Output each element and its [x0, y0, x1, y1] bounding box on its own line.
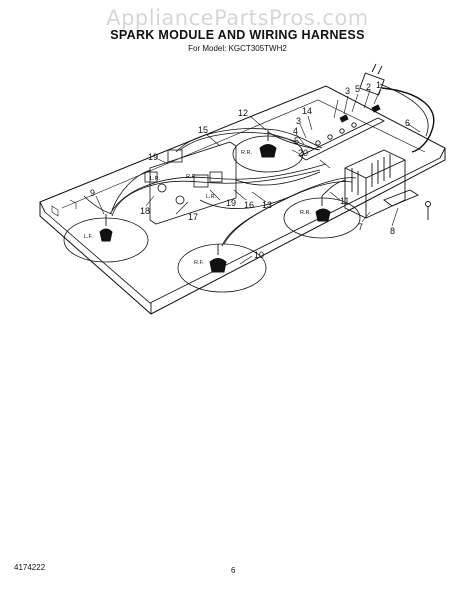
callout-14: 14 — [302, 106, 312, 116]
callout-19: 19 — [148, 152, 158, 162]
igniter-lr — [209, 244, 227, 273]
switch-bracket — [144, 141, 237, 225]
burner-labels: R.R. L.R. L.F. R.F. R.R. R.F. L.R. — [84, 150, 311, 266]
burner-label-rr: R.R. — [241, 150, 252, 156]
footer-part-code: 4174222 — [14, 563, 46, 572]
burner-label-lr: L.R. — [150, 176, 161, 182]
burner-label-lf: L.F. — [84, 234, 93, 240]
diagram-title: SPARK MODULE AND WIRING HARNESS — [110, 28, 365, 42]
burner-label-rf2: R.F. — [186, 174, 196, 180]
igniter-lf — [99, 214, 113, 242]
callout-12: 12 — [238, 108, 248, 118]
power-cord — [359, 63, 435, 153]
callout-19b: 19 — [226, 198, 236, 208]
terminal-block — [299, 117, 386, 161]
igniter-rf — [315, 196, 331, 222]
burner-label-rf: R.F. — [194, 260, 204, 266]
callout-18: 18 — [140, 206, 150, 216]
screws — [339, 104, 431, 220]
callout-3: 3 — [345, 86, 350, 96]
callout-17: 17 — [188, 212, 198, 222]
igniter-rr — [259, 130, 277, 158]
callout-10: 10 — [254, 250, 264, 260]
callout-5: 5 — [355, 84, 360, 94]
callout-20: 20 — [298, 148, 308, 158]
callout-16: 16 — [244, 200, 254, 210]
callout-4: 4 — [293, 126, 298, 136]
burner-label-rr2: R.R. — [300, 210, 311, 216]
watermark: AppliancePartsPros.com — [106, 6, 369, 30]
leader-lines — [95, 89, 421, 265]
callout-9: 9 — [90, 188, 95, 198]
callout-13: 13 — [262, 200, 272, 210]
callout-numbers: 1 2 5 3 6 14 3 4 5 20 12 15 19 9 18 17 1… — [90, 80, 410, 260]
burner-label-lr2: L.R. — [206, 194, 217, 200]
callout-1: 1 — [376, 80, 381, 90]
callout-6: 6 — [405, 118, 410, 128]
page-number: 6 — [231, 566, 236, 575]
callout-5b: 5 — [294, 136, 299, 146]
callout-2: 2 — [366, 82, 371, 92]
callout-15: 15 — [198, 125, 208, 135]
spark-module — [344, 149, 419, 219]
callout-7: 7 — [358, 222, 363, 232]
callout-11: 11 — [340, 196, 349, 206]
model-subtitle: For Model: KGCT305TWH2 — [188, 44, 287, 53]
callout-8: 8 — [390, 226, 395, 236]
callout-3b: 3 — [296, 116, 301, 126]
wiring-harness — [83, 128, 357, 247]
